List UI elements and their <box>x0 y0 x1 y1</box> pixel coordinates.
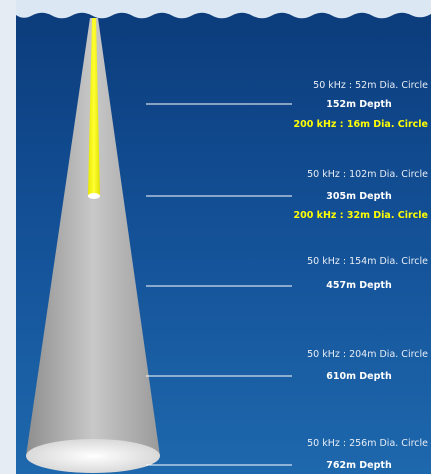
diagram-canvas: 50 kHz : 52m Dia. Circle 152m Depth 200 … <box>16 0 431 474</box>
water-surface <box>16 0 431 19</box>
label-200khz-152m: 200 kHz : 16m Dia. Circle <box>294 119 429 130</box>
narrow-beam-cone-200khz <box>88 18 100 196</box>
wide-beam-footprint <box>26 439 160 473</box>
label-200khz-305m: 200 kHz : 32m Dia. Circle <box>294 210 429 221</box>
water-column: 50 kHz : 52m Dia. Circle 152m Depth 200 … <box>16 0 431 474</box>
label-50khz-457m: 50 kHz : 154m Dia. Circle <box>307 256 428 267</box>
wide-beam-cone-50khz <box>26 18 160 456</box>
depth-label-610m: 610m Depth <box>326 371 392 382</box>
label-50khz-762m: 50 kHz : 256m Dia. Circle <box>307 438 428 449</box>
label-50khz-305m: 50 kHz : 102m Dia. Circle <box>307 169 428 180</box>
depth-label-305m: 305m Depth <box>326 191 392 202</box>
depth-label-457m: 457m Depth <box>326 280 392 291</box>
depth-lines <box>146 103 292 466</box>
label-50khz-610m: 50 kHz : 204m Dia. Circle <box>307 349 428 360</box>
beam-labels: 50 kHz : 52m Dia. Circle 152m Depth 200 … <box>294 80 429 471</box>
label-50khz-152m: 50 kHz : 52m Dia. Circle <box>313 80 428 91</box>
depth-label-762m: 762m Depth <box>326 460 392 471</box>
depth-label-152m: 152m Depth <box>326 99 392 110</box>
narrow-beam-footprint <box>88 193 100 199</box>
